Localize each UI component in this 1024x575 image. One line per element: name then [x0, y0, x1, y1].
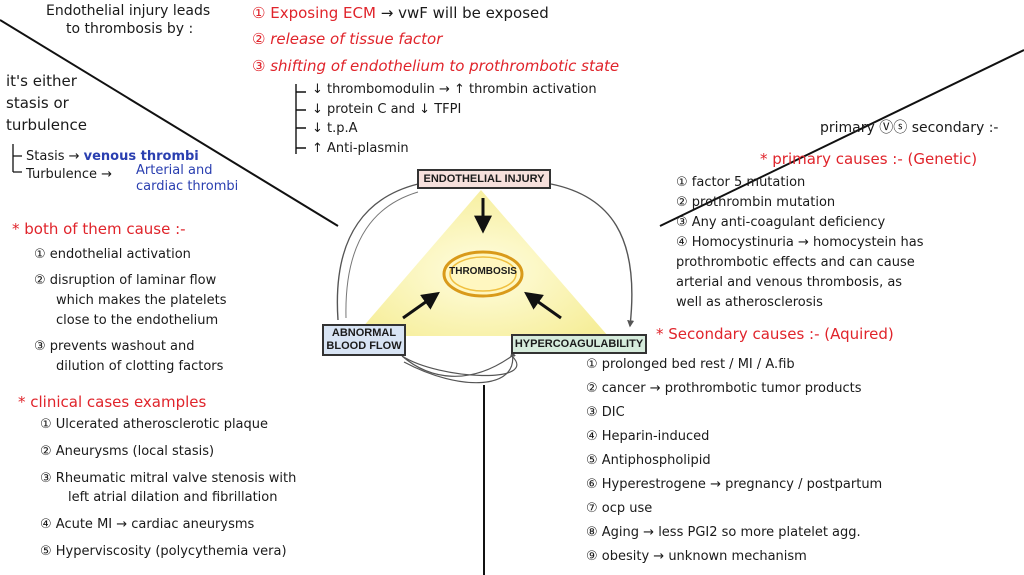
cycle-arc-bottom-2 — [403, 350, 516, 384]
both-heading: * both of them cause :- — [12, 220, 186, 238]
turbulence-result-2: cardiac thrombi — [136, 179, 239, 194]
thrombosis-label: THROMBOSIS — [449, 266, 517, 277]
both-item-3-line-2: dilution of clotting factors — [56, 359, 224, 374]
top-sub-3: ↓ t.p.A — [312, 121, 358, 136]
both-item-2-line-3: close to the endothelium — [56, 313, 219, 328]
thrombosis-ellipse-outer — [442, 250, 524, 298]
secondary-item-7: ⑦ ocp use — [586, 501, 653, 516]
primary-item-3: ③ Any anti-coagulant deficiency — [676, 215, 886, 230]
clinical-heading: * clinical cases examples — [18, 393, 207, 411]
primary-item-2: ② prothrombin mutation — [676, 195, 836, 210]
divider-right — [659, 49, 1024, 227]
both-item-2-line-2: which makes the platelets — [56, 293, 227, 308]
stasis-intro-1: it's either — [6, 72, 77, 90]
secondary-item-8: ⑧ Aging → less PGI2 so more platelet agg… — [586, 525, 861, 540]
cycle-arc-bottom — [401, 355, 518, 377]
abnormal-label-2: BLOOD FLOW — [326, 340, 402, 352]
primary-item-1: ① factor 5 mutation — [676, 175, 806, 190]
top-sub-1: ↓ thrombomodulin → ↑ thrombin activation — [312, 82, 597, 97]
clinical-item-5: ⑤ Hyperviscosity (polycythemia vera) — [40, 544, 287, 559]
primary-heading: * primary causes :- (Genetic) — [760, 150, 978, 168]
cycle-arc-left-inner — [345, 191, 419, 319]
secondary-item-1: ① prolonged bed rest / MI / A.fib — [586, 357, 795, 372]
cycle-arc-right — [550, 183, 635, 328]
secondary-item-4: ④ Heparin-induced — [586, 429, 710, 444]
arrow-from-flow — [402, 291, 440, 320]
turbulence-line: Turbulence → — [26, 167, 113, 182]
top-point-2: ② release of tissue factor — [252, 30, 443, 48]
stasis-bracket — [12, 144, 22, 173]
top-sub-2: ↓ protein C and ↓ TFPI — [312, 102, 462, 117]
secondary-item-5: ⑤ Antiphospholipid — [586, 453, 711, 468]
secondary-heading: * Secondary causes :- (Aquired) — [656, 325, 894, 343]
clinical-item-3-line-2: left atrial dilation and fibrillation — [68, 490, 278, 505]
stasis-intro-3: turbulence — [6, 116, 87, 134]
primary-item-4-line-4: well as atherosclerosis — [676, 295, 823, 310]
primary-item-4-line-1: ④ Homocystinuria → homocystein has — [676, 235, 924, 250]
abnormal-blood-flow-box: ABNORMAL BLOOD FLOW — [322, 324, 406, 356]
clinical-item-4: ④ Acute MI → cardiac aneurysms — [40, 517, 255, 532]
primary-item-4-line-2: prothrombotic effects and can cause — [676, 255, 915, 270]
vs-title: primary Ⓥⓢ secondary :- — [820, 120, 999, 136]
clinical-item-2: ② Aneurysms (local stasis) — [40, 444, 215, 459]
both-item-1: ① endothelial activation — [34, 247, 191, 262]
stasis-line: Stasis → venous thrombi — [26, 149, 199, 164]
top-heading-2: to thrombosis by : — [66, 21, 194, 37]
thrombosis-ellipse-inner — [449, 256, 517, 292]
endothelial-injury-label: ENDOTHELIAL INJURY — [423, 172, 545, 185]
stasis-intro-2: stasis or — [6, 94, 69, 112]
secondary-item-3: ③ DIC — [586, 405, 625, 420]
top-heading-1: Endothelial injury leads — [46, 3, 211, 19]
both-item-3-line-1: ③ prevents washout and — [34, 339, 195, 354]
both-item-2-line-1: ② disruption of laminar flow — [34, 273, 217, 288]
top-point-3: ③ shifting of endothelium to prothrombot… — [252, 57, 620, 75]
arrow-from-hypercoag — [524, 291, 562, 320]
endothelial-injury-box: ENDOTHELIAL INJURY — [417, 169, 551, 189]
abnormal-label-1: ABNORMAL — [331, 327, 397, 340]
hypercoagulability-label: HYPERCOAGULABILITY — [514, 337, 644, 350]
top-bracket — [295, 84, 306, 154]
top-point-1: ① Exposing ECM → vwF will be exposed — [252, 4, 549, 22]
top-sub-4: ↑ Anti-plasmin — [312, 141, 409, 156]
hypercoagulability-box: HYPERCOAGULABILITY — [511, 334, 647, 354]
secondary-item-9: ⑨ obesity → unknown mechanism — [586, 549, 807, 564]
divider-left — [0, 19, 339, 227]
clinical-item-3-line-1: ③ Rheumatic mitral valve stenosis with — [40, 471, 297, 486]
clinical-item-1: ① Ulcerated atherosclerotic plaque — [40, 417, 269, 432]
secondary-item-2: ② cancer → prothrombotic tumor products — [586, 381, 862, 396]
secondary-item-6: ⑥ Hyperestrogene → pregnancy / postpartu… — [586, 477, 883, 492]
cycle-arc-left — [336, 179, 425, 321]
turbulence-result-1: Arterial and — [136, 163, 213, 178]
primary-item-4-line-3: arterial and venous thrombosis, as — [676, 275, 903, 290]
